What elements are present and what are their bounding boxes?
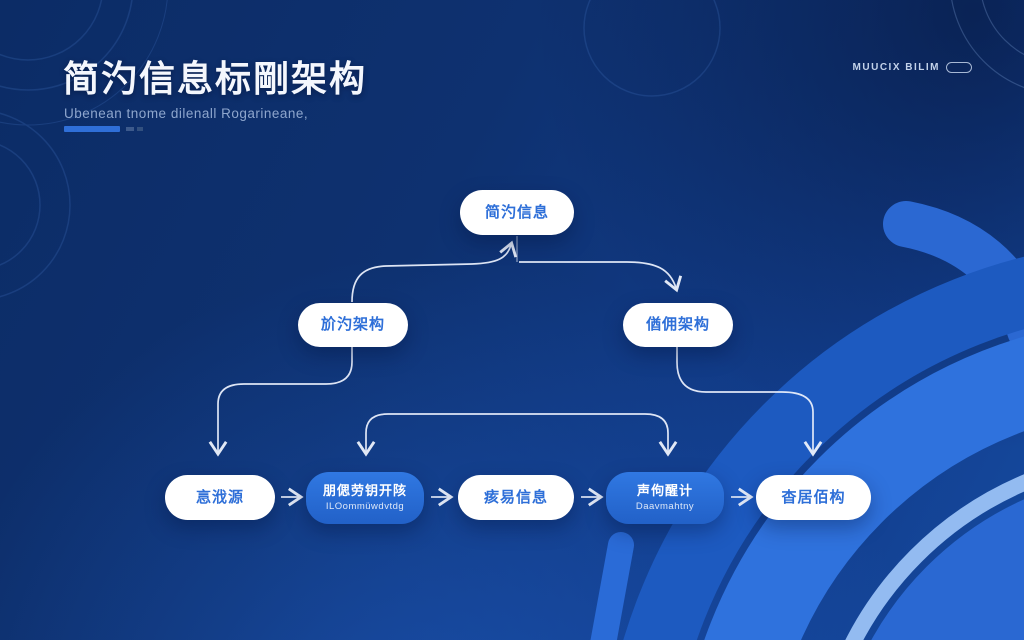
node-label: 声佝醒计 bbox=[636, 483, 693, 499]
node-root: 简汋信息 bbox=[460, 190, 574, 235]
node-step-5: 杳居佰构 bbox=[756, 475, 871, 520]
brand-mark: MUUCIX BILIM bbox=[853, 62, 972, 73]
node-label: 杳居佰构 bbox=[781, 488, 846, 506]
node-sublabel: Daavmahtny bbox=[635, 500, 695, 512]
node-label: 悥浌源 bbox=[195, 488, 244, 506]
node-branch-right: 偤佣架构 bbox=[623, 303, 733, 347]
node-step-1: 悥浌源 bbox=[165, 475, 275, 520]
title-accent-bar bbox=[64, 126, 120, 132]
node-step-4: 声佝醒计 Daavmahtny bbox=[606, 472, 724, 524]
brand-pill-icon bbox=[946, 62, 972, 73]
node-label: 简汋信息 bbox=[484, 203, 549, 221]
node-sublabel: ILOommüwdvtdg bbox=[325, 500, 405, 512]
brand-text: MUUCIX BILIM bbox=[852, 62, 940, 73]
corner-arc-lines bbox=[0, 0, 721, 298]
node-label: 斺汋架构 bbox=[320, 316, 385, 334]
arrow-left-branch-down bbox=[208, 347, 353, 457]
title-accent-dot bbox=[126, 127, 134, 131]
node-label: 偤佣架构 bbox=[645, 316, 710, 334]
node-step-2: 朋偲劳钥开陔 ILOommüwdvtdg bbox=[306, 472, 424, 524]
node-branch-left: 斺汋架构 bbox=[298, 303, 408, 347]
node-label: 痎易信息 bbox=[483, 488, 548, 506]
arrow-left-branch-to-root bbox=[351, 240, 518, 303]
bracket-connector bbox=[356, 413, 678, 457]
title-accent-dot bbox=[137, 127, 143, 131]
page-subtitle: Ubenean tnome dilenall Rogarineane, bbox=[64, 106, 309, 121]
arrow-right-branch-down bbox=[676, 347, 823, 457]
page-title: 简汋信息标剛架构 bbox=[63, 58, 368, 99]
node-label: 朋偲劳钥开陔 bbox=[322, 483, 407, 499]
diagonal-capsule bbox=[590, 532, 634, 640]
node-step-3: 痎易信息 bbox=[458, 475, 574, 520]
arrow-root-to-right-branch bbox=[519, 261, 683, 293]
